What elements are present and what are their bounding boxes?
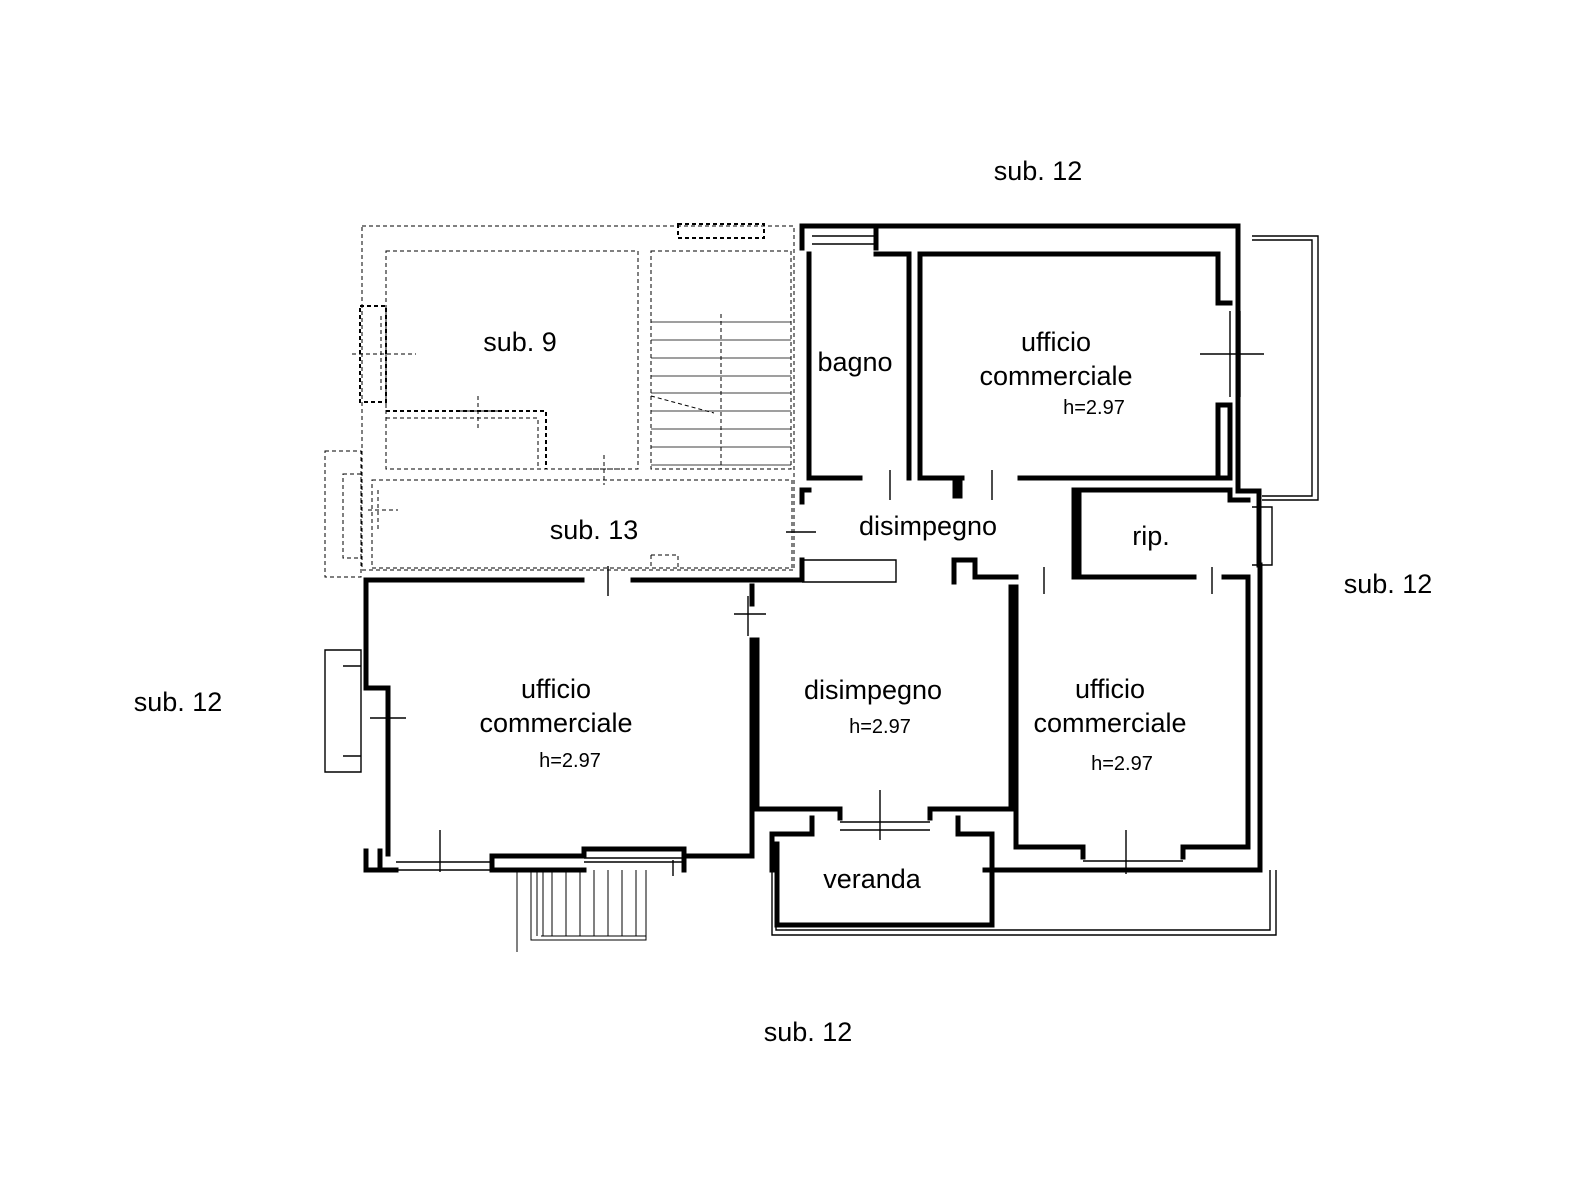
main-walls [324,223,1319,952]
label-sub12-bottom: sub. 12 [763,1017,853,1047]
room-rip: rip. [1132,521,1170,551]
room-veranda: veranda [823,864,921,894]
label-sub12-right: sub. 12 [1343,569,1433,599]
room-ufficio-right: ufficio commerciale [1033,672,1186,740]
room-ufficio-right-line1: ufficio [1074,674,1146,704]
room-ufficio-top-height: h=2.97 [1063,397,1125,419]
room-ufficio-right-height: h=2.97 [1091,753,1153,775]
dashed-neighbour-outlines [324,223,795,578]
room-ufficio-top-line1: ufficio [1020,327,1092,357]
label-sub12-left: sub. 12 [133,687,223,717]
room-ufficio-right-line2: commerciale [1033,708,1187,738]
room-ufficio-top-line2: commerciale [979,361,1133,391]
room-ufficio-left-line2: commerciale [479,708,633,738]
room-ufficio-left: ufficio commerciale [479,672,632,740]
room-bagno: bagno [817,347,893,377]
room-ufficio-left-line1: ufficio [520,674,592,704]
label-sub9: sub. 9 [483,327,557,357]
room-ufficio-left-height: h=2.97 [539,750,601,772]
label-sub13: sub. 13 [549,515,639,545]
label-sub12-top: sub. 12 [993,156,1083,186]
room-disimpegno-center: disimpegno [803,675,943,705]
room-disimpegno-top: disimpegno [858,511,998,541]
room-ufficio-top: ufficio commerciale [979,325,1132,393]
room-disimpegno-center-height: h=2.97 [849,716,911,738]
